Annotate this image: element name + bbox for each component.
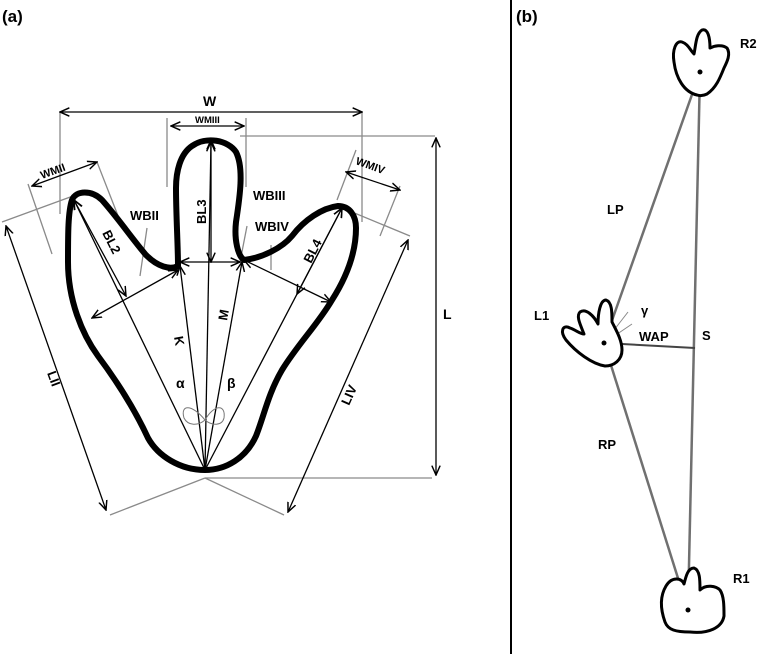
footprint-outline <box>65 137 359 473</box>
label-gamma: γ <box>641 303 649 318</box>
label-alpha: α <box>176 375 185 391</box>
label-wap: WAP <box>639 329 669 344</box>
label-wmiii: WMIII <box>195 115 220 126</box>
label-lp: LP <box>607 202 624 217</box>
label-lii: LII <box>44 369 63 388</box>
label-liv: LIV <box>338 382 360 407</box>
print-l1 <box>561 298 624 368</box>
label-rp: RP <box>598 437 616 452</box>
measurement-arrows <box>6 112 436 512</box>
print-center-r1 <box>685 607 691 613</box>
label-w: W <box>203 93 217 109</box>
label-s: S <box>702 328 711 343</box>
label-wbiv: WBIV <box>255 219 289 234</box>
label-bl3: BL3 <box>194 199 209 224</box>
print-center-l1 <box>601 340 607 346</box>
panel-b-label: (b) <box>516 7 538 26</box>
label-r2: R2 <box>740 36 757 51</box>
print-r2 <box>672 28 731 98</box>
label-k: K <box>171 335 188 347</box>
label-l1: L1 <box>534 308 549 323</box>
label-wbiii: WBIII <box>253 188 286 203</box>
print-center-r2 <box>697 69 703 75</box>
print-r1 <box>659 566 726 634</box>
label-m: M <box>215 308 232 321</box>
label-beta: β <box>227 375 236 391</box>
label-bl2: BL2 <box>99 228 124 257</box>
label-r1: R1 <box>733 571 750 586</box>
label-bl4: BL4 <box>300 236 325 265</box>
panel-a-label: (a) <box>2 7 23 26</box>
label-wmiv: WMIV <box>354 156 387 178</box>
label-wbii: WBII <box>130 208 159 223</box>
label-l: L <box>443 306 452 322</box>
